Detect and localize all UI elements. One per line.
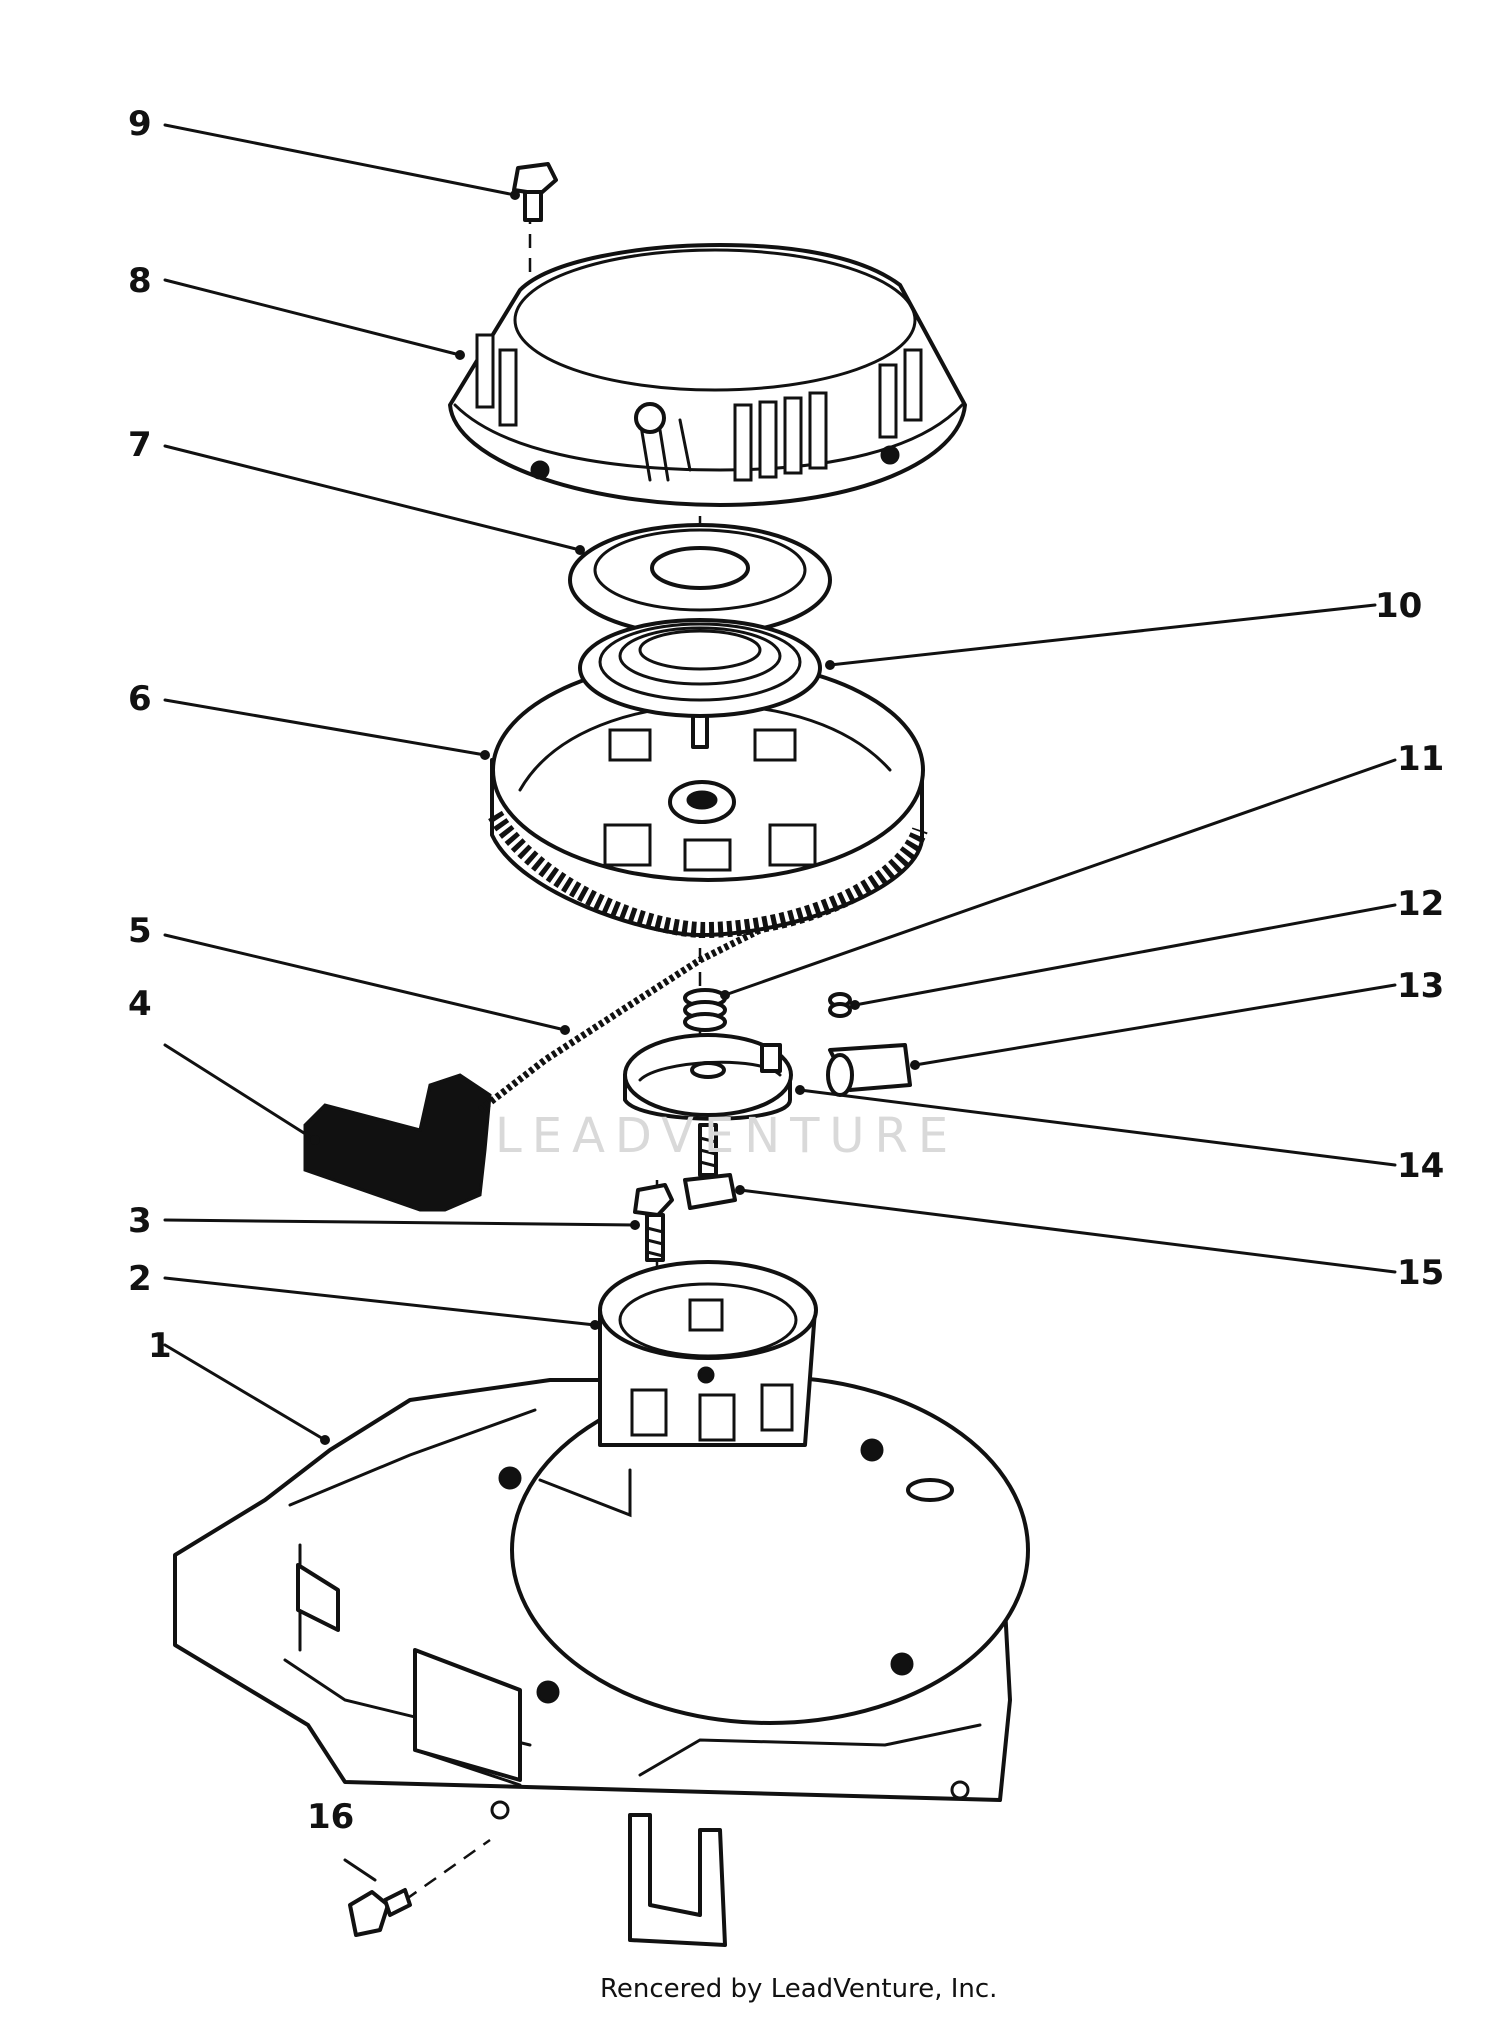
callout-3: 3	[128, 1201, 152, 1241]
part-5-rope	[477, 926, 762, 1113]
part-16-screw	[348, 1888, 412, 1937]
part-11-friction-spring	[683, 988, 727, 1032]
part-8-starter-housing	[448, 243, 967, 507]
callout-labels: 1 2 3 4 5 6 7 8 9 10 11 12 13 14 15 16	[128, 104, 1444, 1837]
part-15-shoulder-screw	[683, 1123, 737, 1210]
callout-12: 12	[1397, 884, 1444, 924]
part-12-small-spring	[828, 992, 852, 1018]
part-10-recoil-spring	[578, 618, 822, 718]
leader-lines	[163, 123, 1397, 1882]
callout-10: 10	[1375, 586, 1422, 626]
callout-1: 1	[148, 1326, 172, 1366]
part-2-starter-cup	[598, 1260, 818, 1447]
callout-5: 5	[128, 911, 152, 951]
callout-14: 14	[1397, 1146, 1444, 1186]
callout-8: 8	[128, 261, 152, 301]
callout-6: 6	[128, 679, 152, 719]
watermark-text: LEADVENTURE	[495, 1108, 958, 1164]
part-4-starter-handle	[303, 1073, 492, 1212]
part-14-pawl-plate	[623, 1033, 793, 1121]
callout-9: 9	[128, 104, 152, 144]
part-13-pawl	[826, 1043, 912, 1097]
callout-16: 16	[307, 1797, 354, 1837]
callout-4: 4	[128, 984, 152, 1024]
render-caption: Rencered by LeadVenture, Inc.	[600, 1974, 997, 2004]
callout-2: 2	[128, 1259, 152, 1299]
part-6-pulley	[488, 658, 928, 939]
callout-7: 7	[128, 425, 152, 465]
part-3-bolt	[633, 1183, 674, 1262]
callout-11: 11	[1397, 739, 1444, 779]
callout-13: 13	[1397, 966, 1444, 1006]
callout-15: 15	[1397, 1253, 1444, 1293]
part-9-screw	[512, 162, 558, 222]
part-1-blower-housing	[173, 1375, 1030, 1947]
leader-tips	[310, 190, 920, 1445]
